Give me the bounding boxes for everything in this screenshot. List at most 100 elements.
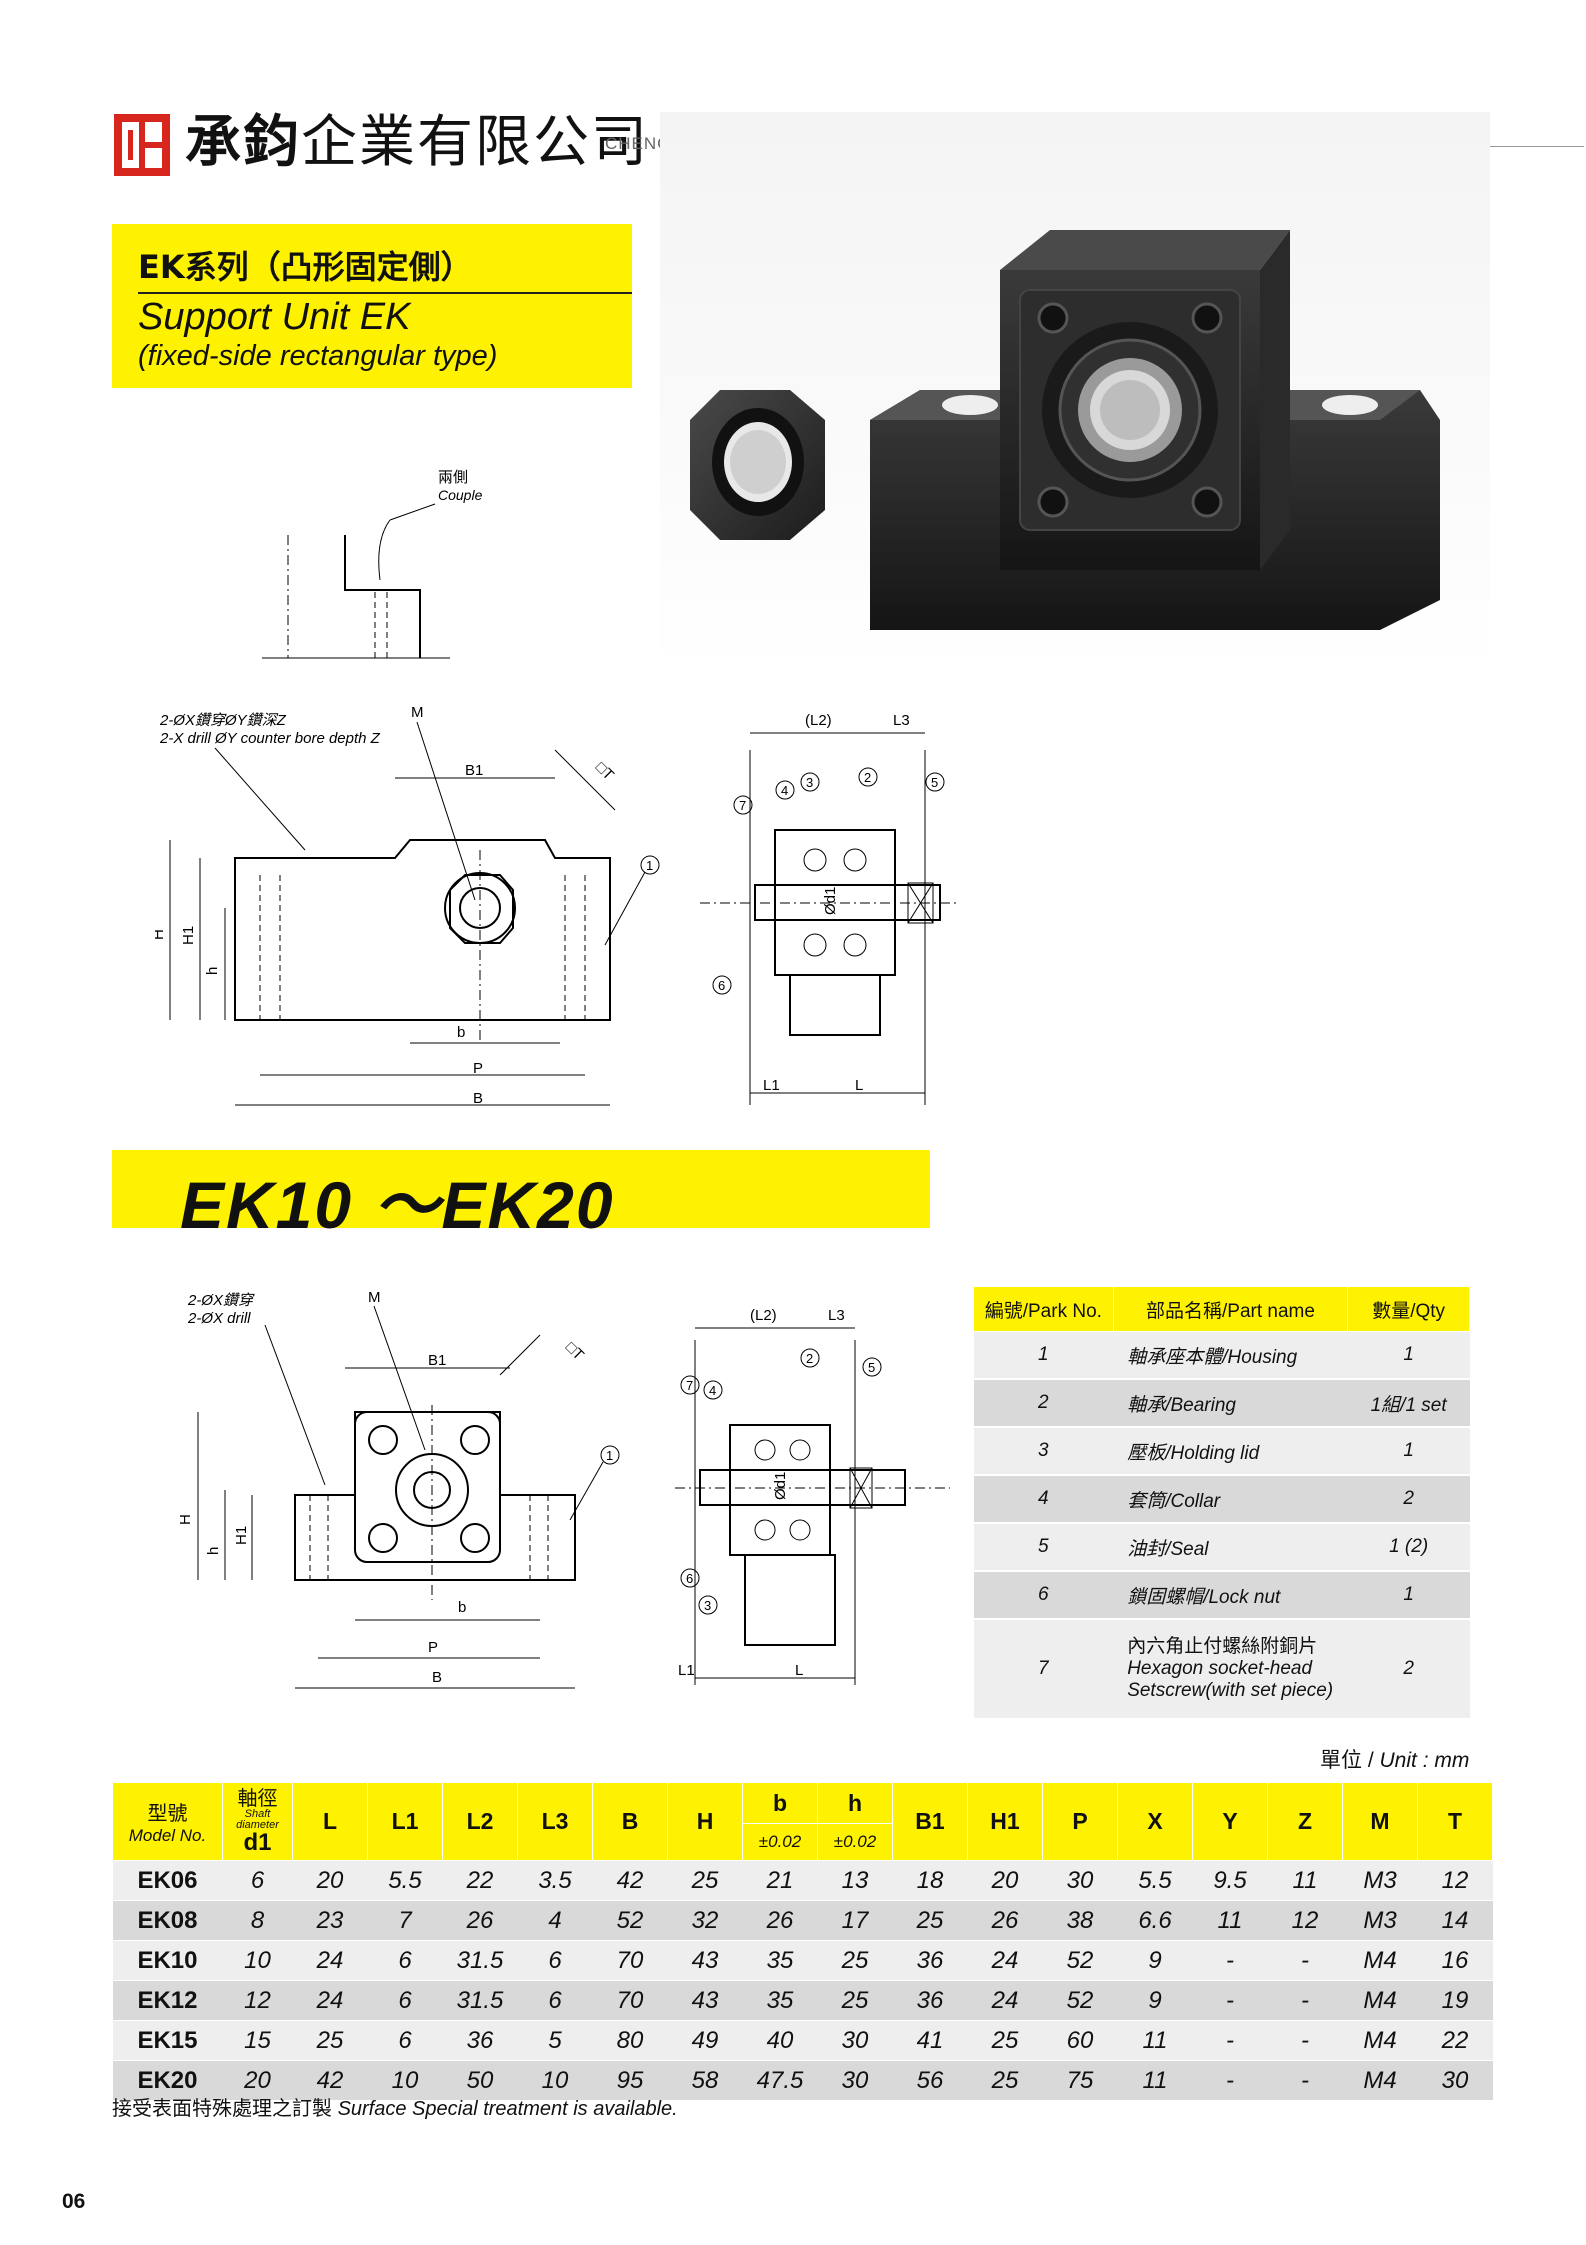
front-view-drawing-1: 2-ØX鑽穿ØY鑽深Z 2-X drill ØY counter bore de… — [155, 704, 660, 1107]
parts-row: 7 內六角止付螺絲附銅片 Hexagon socket-head Setscre… — [973, 1619, 1470, 1720]
dim-M: M — [411, 704, 424, 721]
dim-L1: L1 — [763, 1077, 780, 1094]
spec-cell: 7 — [367, 1900, 443, 1941]
company-logo — [114, 114, 170, 176]
side-view-drawing-1: (L2) L3 4 3 2 5 7 6 Ød1 L1 L — [700, 712, 960, 1105]
spec-cell: 52 — [1042, 1940, 1118, 1981]
spec-cell: 36 — [892, 1980, 968, 2021]
spec-cell: 25 — [667, 1860, 743, 1901]
spec-cell: 5.5 — [1117, 1860, 1193, 1901]
spec-cell: 4 — [517, 1900, 593, 1941]
spec-cell: 8 — [222, 1900, 293, 1941]
spec-header-H1: H1 — [967, 1782, 1043, 1861]
page-number: 06 — [62, 2190, 86, 2213]
dim-H: H — [155, 929, 167, 940]
parts-row: 6 鎖固螺帽/Lock nut 1 — [973, 1571, 1470, 1620]
couple-detail-drawing: 兩側 Couple — [262, 469, 483, 659]
part-no: 7 — [973, 1619, 1114, 1720]
dim-L: L — [855, 1077, 863, 1094]
dim-h: h — [204, 967, 221, 975]
spec-cell: 23 — [292, 1900, 368, 1941]
spec-cell-model: EK20 — [112, 2060, 223, 2101]
spec-cell: 42 — [592, 1860, 668, 1901]
spec-header-b: b — [742, 1782, 818, 1824]
part-no: 2 — [973, 1379, 1114, 1428]
parts-row: 1 軸承座本體/Housing 1 — [973, 1331, 1470, 1380]
parts-header-no: 編號/Park No. — [973, 1286, 1114, 1332]
spec-header-h-tolerance: ±0.02 — [817, 1823, 893, 1861]
spec-header-b-tolerance: ±0.02 — [742, 1823, 818, 1861]
spec-cell: 5 — [517, 2020, 593, 2061]
spec-cell: 30 — [1417, 2060, 1493, 2101]
callout-6: 6 — [718, 978, 725, 993]
drill-note-zh: 2-ØX鑽穿ØY鑽深Z — [159, 712, 287, 729]
spec-cell: 10 — [222, 1940, 293, 1981]
spec-cell: 20 — [292, 1860, 368, 1901]
dim-H1: H1 — [180, 926, 197, 945]
spec-cell: 6.6 — [1117, 1900, 1193, 1941]
spec-cell-model: EK15 — [112, 2020, 223, 2061]
spec-cell: 30 — [1042, 1860, 1118, 1901]
spec-cell: 13 — [817, 1860, 893, 1901]
spec-cell: 18 — [892, 1860, 968, 1901]
spec-header-Y: Y — [1192, 1782, 1268, 1861]
part-qty: 1 (2) — [1347, 1523, 1470, 1572]
series-title-rule — [138, 292, 632, 294]
dim-L3: L3 — [893, 712, 910, 729]
spec-header-tolerance-row: ±0.02 ±0.02 — [113, 1823, 1493, 1861]
range-title: EK10 ～EK20 — [180, 1168, 615, 1242]
dim2-L1: L1 — [678, 1662, 695, 1679]
spec-cell: 12 — [222, 1980, 293, 2021]
spec-cell: 40 — [742, 2020, 818, 2061]
spec-cell: 24 — [967, 1940, 1043, 1981]
spec-cell: 14 — [1417, 1900, 1493, 1941]
part-name: 軸承/Bearing — [1113, 1379, 1348, 1428]
spec-cell: 42 — [292, 2060, 368, 2101]
spec-header-Z: Z — [1267, 1782, 1343, 1861]
callout2-4: 4 — [709, 1383, 716, 1398]
spec-cell-model: EK10 — [112, 1940, 223, 1981]
spec-cell: 9 — [1117, 1940, 1193, 1981]
spec-header-H: H — [667, 1782, 743, 1861]
spec-cell: - — [1192, 1980, 1268, 2021]
dim2-d1: Ød1 — [772, 1472, 789, 1500]
spec-cell: 52 — [1042, 1980, 1118, 2021]
dim2-B: B — [432, 1669, 442, 1686]
spec-cell: - — [1192, 2060, 1268, 2101]
spec-cell: 11 — [1192, 1900, 1268, 1941]
parts-row: 5 油封/Seal 1 (2) — [973, 1523, 1470, 1572]
parts-row: 4 套筒/Collar 2 — [973, 1475, 1470, 1524]
spec-cell: M3 — [1342, 1900, 1418, 1941]
couple-label-zh: 兩側 — [438, 469, 468, 486]
spec-cell: 50 — [442, 2060, 518, 2101]
spec-cell-model: EK06 — [112, 1860, 223, 1901]
spec-cell: 21 — [742, 1860, 818, 1901]
spec-cell: 20 — [222, 2060, 293, 2101]
spec-cell: M4 — [1342, 1940, 1418, 1981]
parts-table: 編號/Park No. 部品名稱/Part name 數量/Qty 1 軸承座本… — [973, 1286, 1470, 1720]
part-qty: 2 — [1347, 1619, 1470, 1720]
spec-cell-model: EK12 — [112, 1980, 223, 2021]
spec-cell: 22 — [1417, 2020, 1493, 2061]
spec-cell: 11 — [1117, 2020, 1193, 2061]
spec-cell: 9.5 — [1192, 1860, 1268, 1901]
spec-cell: 31.5 — [442, 1980, 518, 2021]
spec-cell: 36 — [892, 1940, 968, 1981]
surface-treatment-note: 接受表面特殊處理之訂製 Surface Special treatment is… — [112, 2098, 678, 2120]
spec-header-row: 型號 Model No. 軸徑 Shaft diameter d1 L L1 L… — [112, 1782, 1493, 1861]
spec-cell: - — [1192, 1940, 1268, 1981]
callout-3: 3 — [806, 775, 813, 790]
spec-header-h: h — [817, 1782, 893, 1824]
spec-cell: 15 — [222, 2020, 293, 2061]
spec-cell: 36 — [442, 2020, 518, 2061]
callout2-6: 6 — [686, 1571, 693, 1586]
parts-header-name: 部品名稱/Part name — [1112, 1286, 1349, 1332]
spec-cell: 26 — [442, 1900, 518, 1941]
spec-table: 型號 Model No. 軸徑 Shaft diameter d1 L L1 L… — [112, 1782, 1493, 2101]
part-name: 軸承座本體/Housing — [1113, 1331, 1348, 1380]
part-no: 5 — [973, 1523, 1114, 1572]
parts-header-row: 編號/Park No. 部品名稱/Part name 數量/Qty — [973, 1286, 1470, 1332]
dim2-L3: L3 — [828, 1307, 845, 1324]
